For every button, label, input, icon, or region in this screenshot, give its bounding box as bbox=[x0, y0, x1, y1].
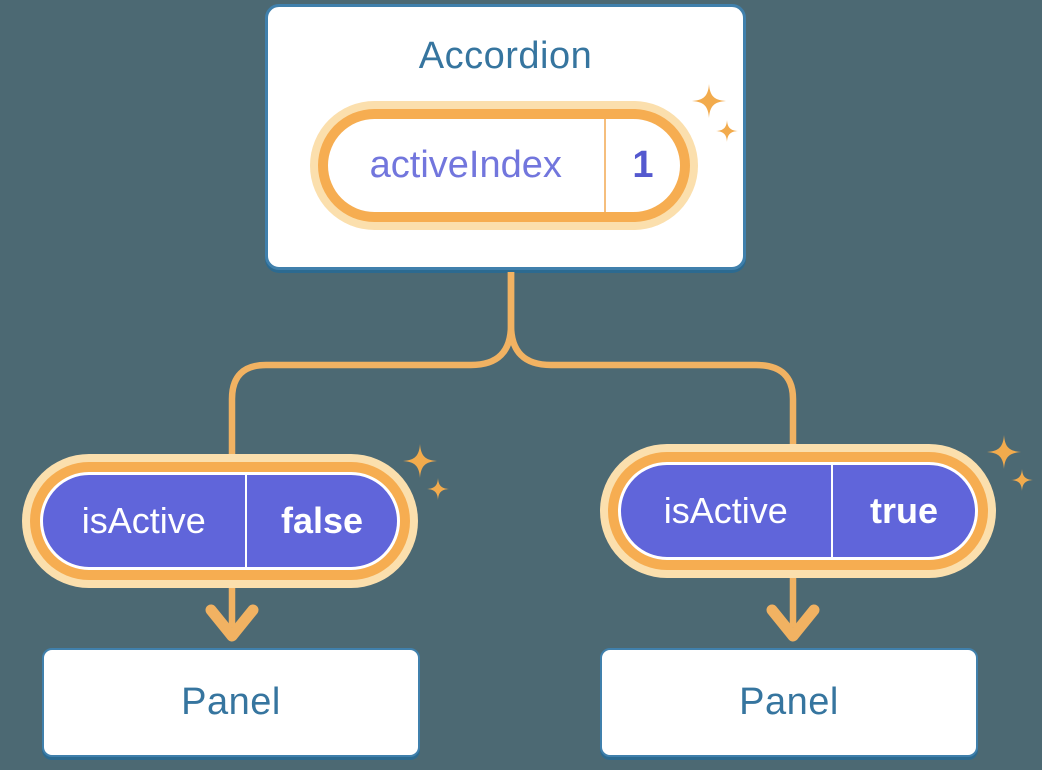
prop-pill-isactive-false: isActive false bbox=[40, 472, 400, 570]
connector-right-branch bbox=[507, 272, 797, 456]
panel-left-box: Panel bbox=[42, 648, 420, 757]
arrow-right-head-icon bbox=[766, 604, 820, 642]
accordion-title: Accordion bbox=[418, 35, 593, 77]
prop-pill-value: false bbox=[280, 500, 364, 541]
sparkle-icon bbox=[1011, 469, 1033, 491]
sparkle-icon bbox=[987, 435, 1021, 469]
prop-pill-label: isActive bbox=[663, 490, 788, 531]
connector-left-branch bbox=[228, 272, 515, 466]
prop-pill-divider bbox=[830, 465, 833, 557]
prop-pill-isactive-true: isActive true bbox=[618, 462, 978, 560]
state-pill-value: 1 bbox=[632, 144, 654, 186]
sparkle-icon bbox=[427, 478, 449, 500]
state-pill-label: activeIndex bbox=[369, 144, 562, 186]
prop-pill-divider bbox=[244, 475, 247, 567]
state-pill-activeindex: activeIndex 1 bbox=[328, 119, 680, 212]
sparkle-icon bbox=[403, 444, 437, 478]
panel-right-title: Panel bbox=[739, 681, 839, 723]
state-pill-divider bbox=[603, 119, 606, 212]
panel-right-box: Panel bbox=[600, 648, 978, 757]
panel-left-title: Panel bbox=[181, 681, 281, 723]
prop-pill-label: isActive bbox=[81, 500, 206, 541]
prop-pill-value: true bbox=[869, 490, 938, 531]
arrow-left-head-icon bbox=[205, 604, 259, 642]
